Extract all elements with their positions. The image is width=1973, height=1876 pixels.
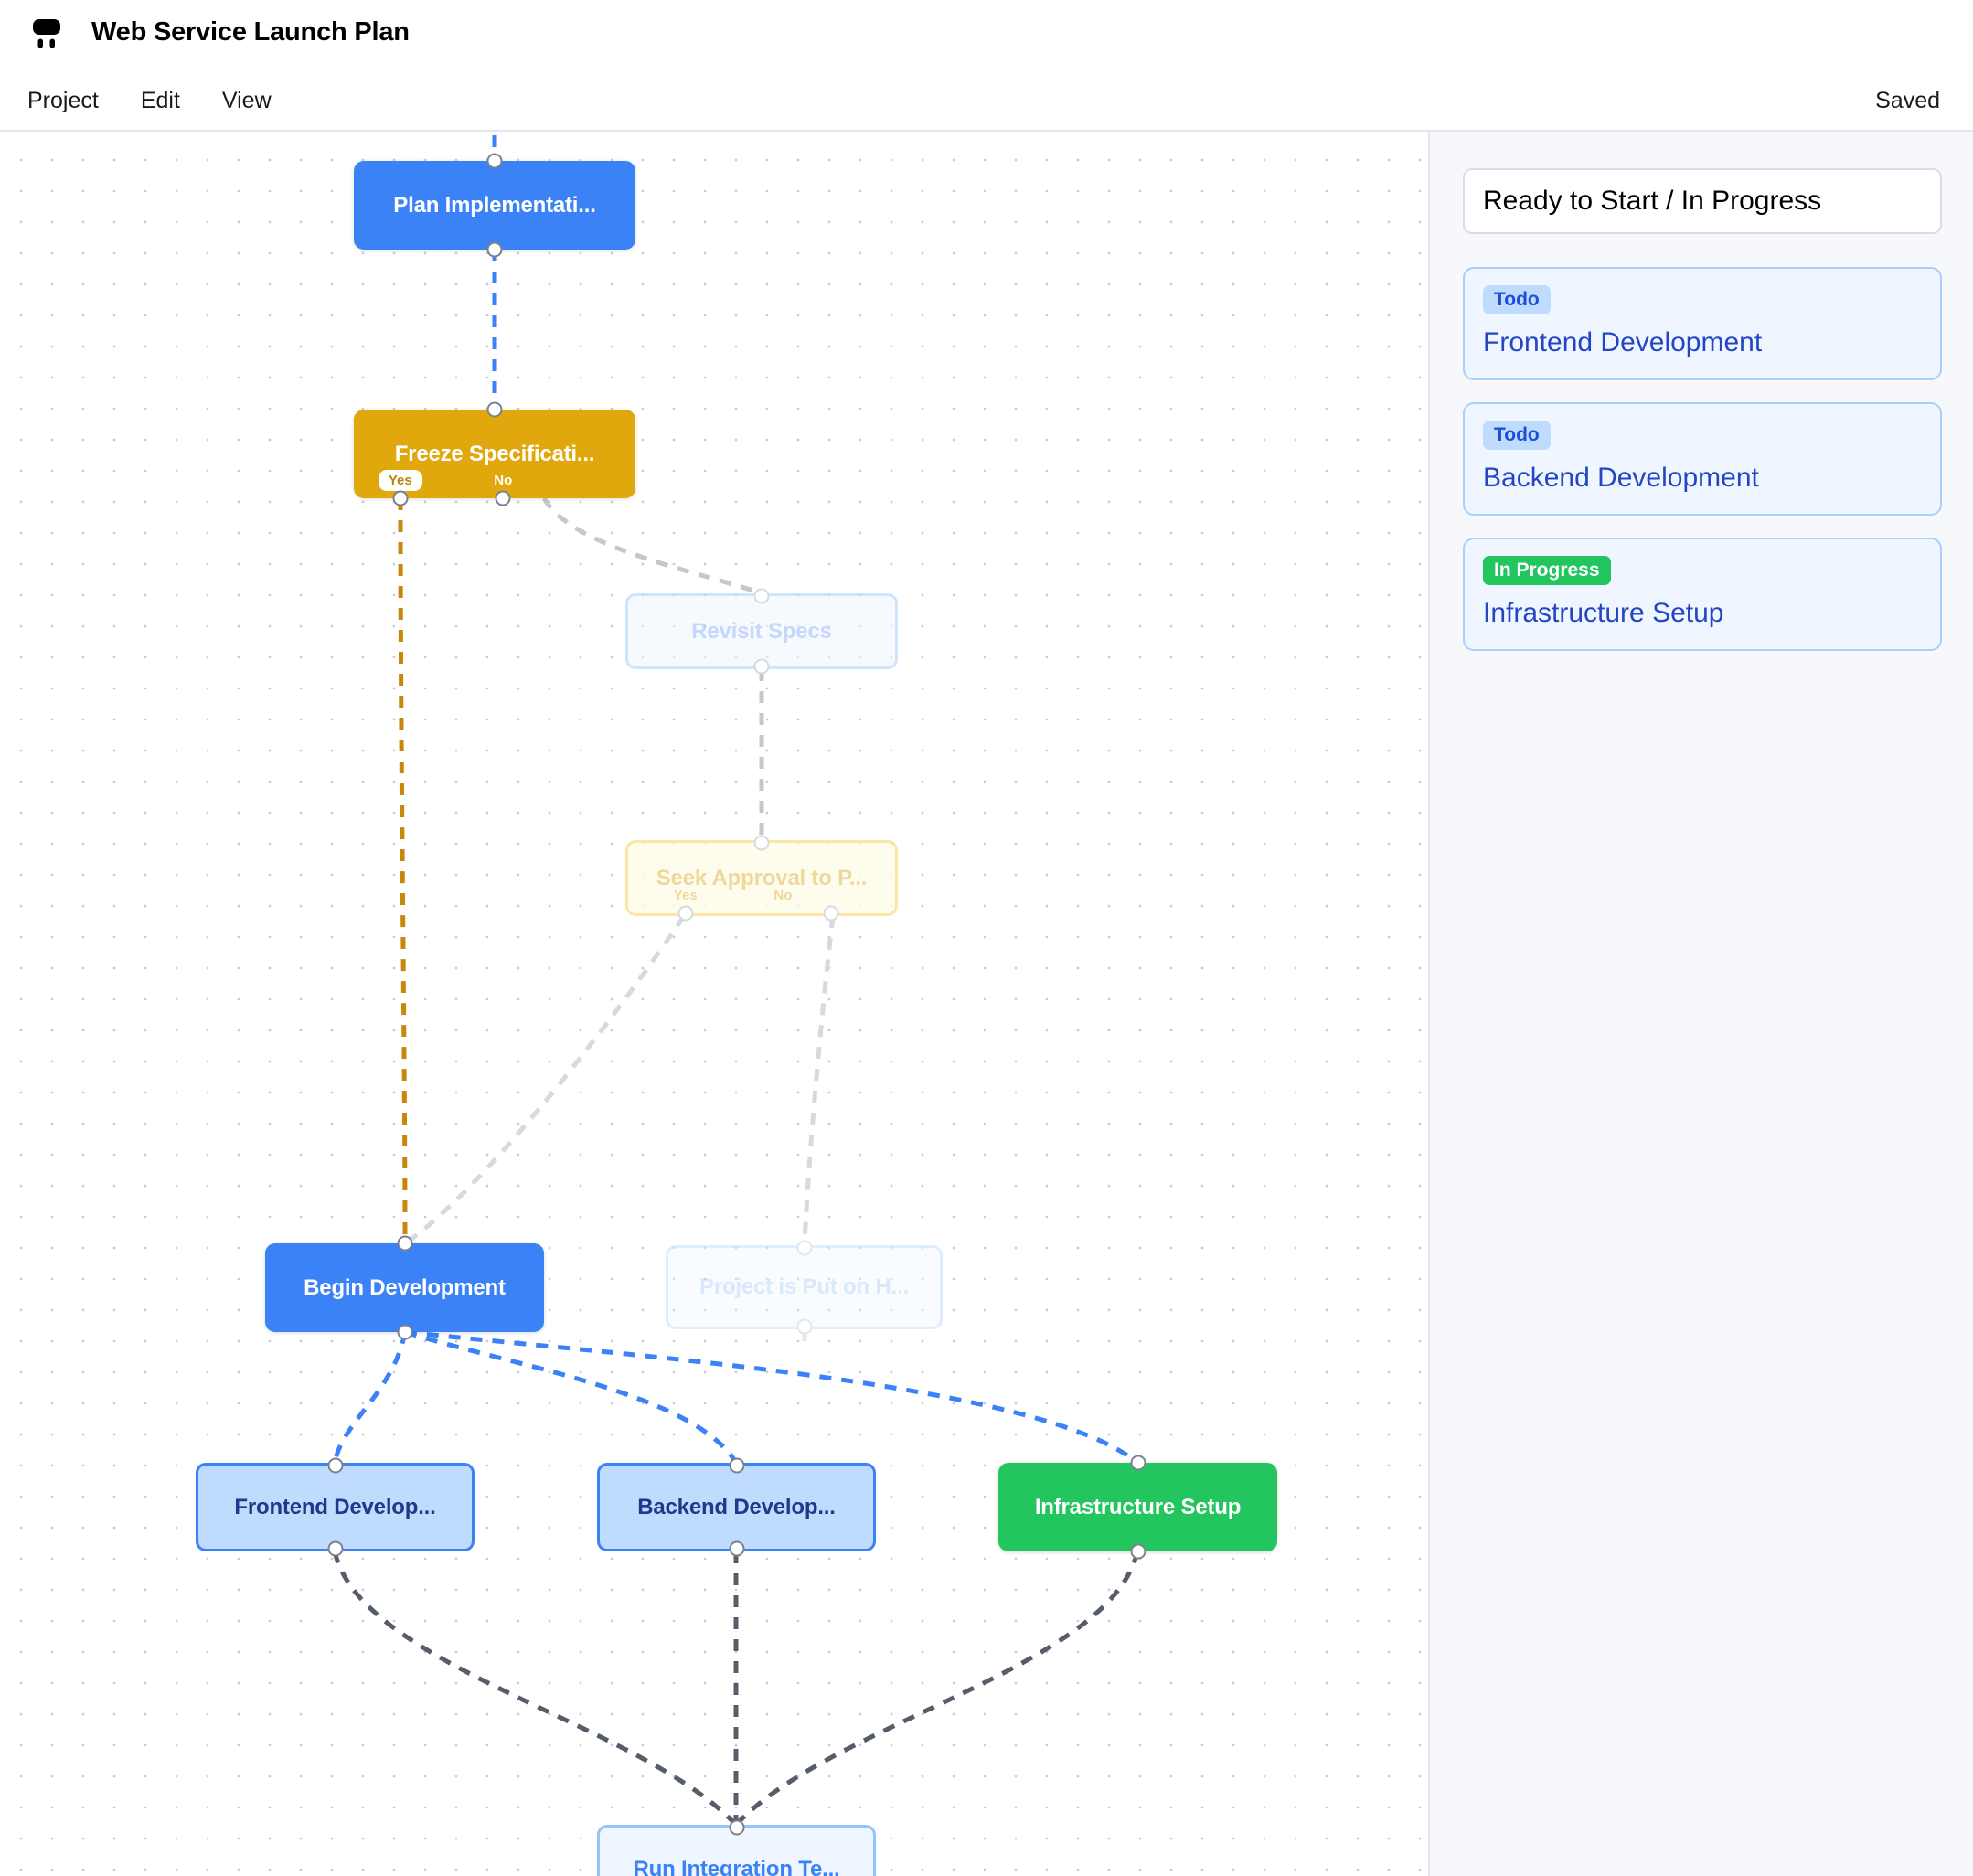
edge-freeze-no-to-revisit bbox=[541, 496, 763, 596]
node-label: Project is Put on H... bbox=[699, 1274, 909, 1299]
handle-target-top[interactable] bbox=[753, 835, 770, 851]
node-freeze-specifications[interactable]: Freeze Specificati... Yes No bbox=[354, 401, 635, 506]
node-seek-approval[interactable]: Seek Approval to P... Yes No bbox=[625, 835, 898, 922]
node-revisit-specs[interactable]: Revisit Specs bbox=[625, 588, 898, 675]
handle-source-bottom[interactable] bbox=[1130, 1543, 1146, 1560]
branch-label-yes: Yes bbox=[378, 470, 422, 491]
handle-source-bottom[interactable] bbox=[397, 1324, 412, 1340]
status-badge: Todo bbox=[1483, 285, 1551, 314]
task-card-infrastructure-setup[interactable]: In Progress Infrastructure Setup bbox=[1463, 538, 1942, 651]
task-name: Backend Development bbox=[1483, 463, 1759, 493]
node-label: Plan Implementati... bbox=[393, 192, 596, 218]
status-badge: In Progress bbox=[1483, 556, 1611, 585]
edge-layer bbox=[332, 132, 1140, 1827]
handle-source-yes[interactable] bbox=[677, 905, 694, 922]
handle-target-top[interactable] bbox=[729, 1457, 744, 1474]
node-plan-implementation[interactable]: Plan Implementati... bbox=[354, 153, 635, 258]
status-badge: Todo bbox=[1483, 421, 1551, 450]
save-status: Saved bbox=[1875, 88, 1940, 113]
handle-source-no[interactable] bbox=[495, 490, 511, 506]
node-infrastructure-setup[interactable]: Infrastructure Setup bbox=[998, 1455, 1277, 1560]
page-title: Web Service Launch Plan bbox=[91, 16, 410, 47]
node-label: Begin Development bbox=[304, 1274, 506, 1300]
edge-infrastructure-to-integration bbox=[734, 1551, 1140, 1827]
handle-source-bottom[interactable] bbox=[486, 241, 503, 258]
handle-target-top[interactable] bbox=[486, 153, 503, 169]
handle-target-top[interactable] bbox=[397, 1235, 412, 1252]
handle-target-top[interactable] bbox=[796, 1240, 812, 1256]
node-project-on-hold[interactable]: Project is Put on H... bbox=[666, 1240, 943, 1335]
menu-item-project[interactable]: Project bbox=[27, 88, 99, 113]
app-header: Web Service Launch Plan Project Edit Vie… bbox=[0, 0, 1973, 132]
task-name: Frontend Development bbox=[1483, 327, 1763, 357]
node-label: Seek Approval to P... bbox=[656, 865, 868, 890]
edge-frontend-to-integration bbox=[332, 1551, 738, 1827]
task-name: Infrastructure Setup bbox=[1483, 598, 1724, 628]
node-label: Backend Develop... bbox=[637, 1494, 836, 1519]
handle-source-bottom[interactable] bbox=[729, 1540, 744, 1557]
task-card-backend-development[interactable]: Todo Backend Development bbox=[1463, 402, 1942, 516]
handle-target-top[interactable] bbox=[729, 1819, 744, 1836]
flowchart-icon bbox=[27, 13, 66, 51]
node-frontend-development[interactable]: Frontend Develop... bbox=[196, 1457, 475, 1557]
edge-begin-to-infrastructure bbox=[404, 1329, 1139, 1465]
task-card-frontend-development[interactable]: Todo Frontend Development bbox=[1463, 267, 1942, 380]
handle-source-bottom[interactable] bbox=[796, 1318, 812, 1335]
handle-target-top[interactable] bbox=[327, 1457, 343, 1474]
menu-bar: Project Edit View bbox=[27, 88, 272, 114]
node-label: Frontend Develop... bbox=[234, 1494, 436, 1519]
node-backend-development[interactable]: Backend Develop... bbox=[597, 1457, 876, 1557]
edge-freeze-yes-to-begin bbox=[398, 497, 408, 1244]
handle-target-top[interactable] bbox=[753, 588, 770, 604]
panel-title: Ready to Start / In Progress bbox=[1483, 186, 1822, 216]
node-label: Run Integration Te... bbox=[633, 1856, 840, 1876]
edge-begin-to-backend bbox=[404, 1329, 739, 1465]
menu-item-edit[interactable]: Edit bbox=[140, 88, 180, 113]
handle-source-no[interactable] bbox=[823, 905, 839, 922]
handle-source-bottom[interactable] bbox=[327, 1540, 343, 1557]
flowchart-canvas[interactable]: Plan Implementati... Freeze Specificati.… bbox=[0, 132, 1428, 1876]
edge-approval-yes-to-begin bbox=[403, 914, 687, 1246]
panel-title-box[interactable]: Ready to Start / In Progress bbox=[1463, 168, 1942, 234]
handle-target-top[interactable] bbox=[1130, 1455, 1146, 1471]
edge-begin-to-frontend bbox=[332, 1331, 408, 1464]
node-label: Infrastructure Setup bbox=[1034, 1494, 1242, 1519]
title-row: Web Service Launch Plan bbox=[27, 13, 410, 51]
handle-source-bottom[interactable] bbox=[753, 658, 770, 675]
node-label: Freeze Specificati... bbox=[394, 441, 595, 466]
branch-label-yes: Yes bbox=[673, 888, 698, 903]
menu-item-view[interactable]: View bbox=[221, 88, 272, 113]
branch-label-no: No bbox=[773, 888, 793, 903]
node-run-integration-tests[interactable]: Run Integration Te... bbox=[597, 1819, 876, 1876]
task-sidebar: Ready to Start / In Progress Todo Fronte… bbox=[1428, 132, 1973, 1876]
handle-target-top[interactable] bbox=[486, 401, 503, 418]
node-begin-development[interactable]: Begin Development bbox=[265, 1235, 544, 1340]
branch-label-no: No bbox=[494, 473, 513, 488]
node-label: Revisit Specs bbox=[691, 618, 832, 644]
edge-approval-no-to-onhold bbox=[802, 915, 836, 1246]
handle-source-yes[interactable] bbox=[392, 490, 409, 506]
